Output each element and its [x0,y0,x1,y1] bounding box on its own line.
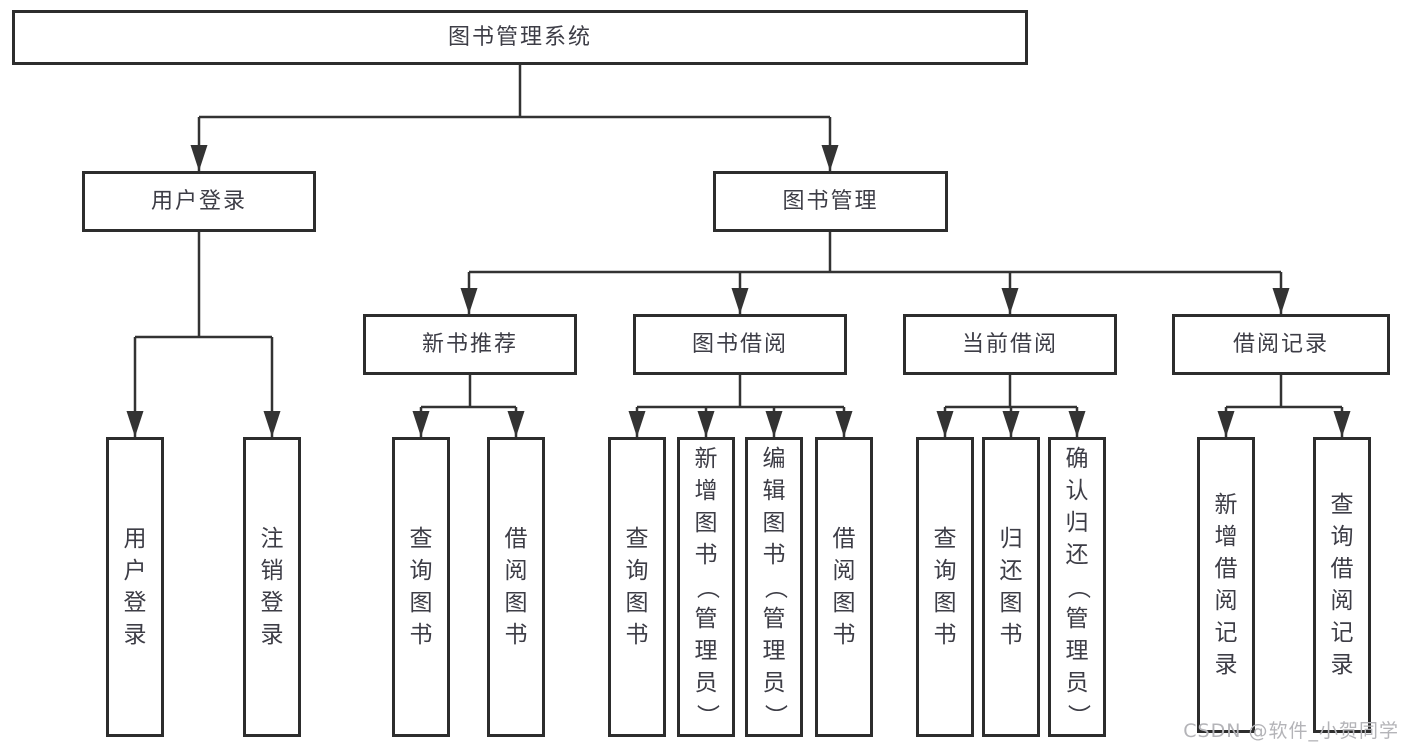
leaf-logout-login: 注销登录 [243,437,301,737]
leaf-confirm-return-admin: 确认归还（管理员） [1048,437,1106,737]
node-user-login-label: 用户登录 [150,188,247,214]
leaf-return-books: 归还图书 [982,437,1040,737]
node-book-management: 图书管理 [713,171,948,232]
node-current-borrowing-label: 当前借阅 [961,331,1058,357]
watermark: CSDN @软件_小贺同学 [1183,720,1399,742]
leaf-query-books-borrowing-label: 查询图书 [625,525,649,648]
leaf-query-books-recommend-label: 查询图书 [409,525,433,648]
node-root: 图书管理系统 [12,10,1028,65]
leaf-confirm-return-admin-label: 确认归还（管理员） [1064,445,1091,727]
leaf-borrow-books-borrowing-label: 借阅图书 [832,525,856,648]
node-user-login: 用户登录 [82,171,316,232]
leaf-query-borrow-record-label: 查询借阅记录 [1330,491,1354,678]
leaf-add-borrow-record-label: 新增借阅记录 [1214,491,1238,678]
leaf-query-books-borrowing: 查询图书 [608,437,666,737]
node-current-borrowing: 当前借阅 [903,314,1117,375]
node-new-book-recommend: 新书推荐 [363,314,577,375]
node-borrowing-records: 借阅记录 [1172,314,1390,375]
node-root-label: 图书管理系统 [447,24,592,50]
leaf-borrow-books-borrowing: 借阅图书 [815,437,873,737]
leaf-borrow-books-recommend: 借阅图书 [487,437,545,737]
leaf-query-books-current: 查询图书 [916,437,974,737]
leaf-return-books-label: 归还图书 [999,525,1023,648]
leaf-add-borrow-record: 新增借阅记录 [1197,437,1255,733]
leaf-query-borrow-record: 查询借阅记录 [1313,437,1371,733]
leaf-edit-books-admin: 编辑图书（管理员） [745,437,803,737]
node-book-management-label: 图书管理 [782,188,879,214]
leaf-add-books-admin: 新增图书（管理员） [677,437,735,737]
leaf-edit-books-admin-label: 编辑图书（管理员） [761,445,788,727]
leaf-borrow-books-recommend-label: 借阅图书 [504,525,528,648]
node-book-borrowing-label: 图书借阅 [691,331,788,357]
node-borrowing-records-label: 借阅记录 [1232,331,1329,357]
node-new-book-recommend-label: 新书推荐 [421,331,518,357]
node-book-borrowing: 图书借阅 [633,314,847,375]
leaf-logout-login-label: 注销登录 [260,525,284,648]
leaf-user-login-label: 用户登录 [123,525,147,648]
leaf-query-books-recommend: 查询图书 [392,437,450,737]
leaf-user-login: 用户登录 [106,437,164,737]
leaf-add-books-admin-label: 新增图书（管理员） [693,445,720,727]
leaf-query-books-current-label: 查询图书 [933,525,957,648]
